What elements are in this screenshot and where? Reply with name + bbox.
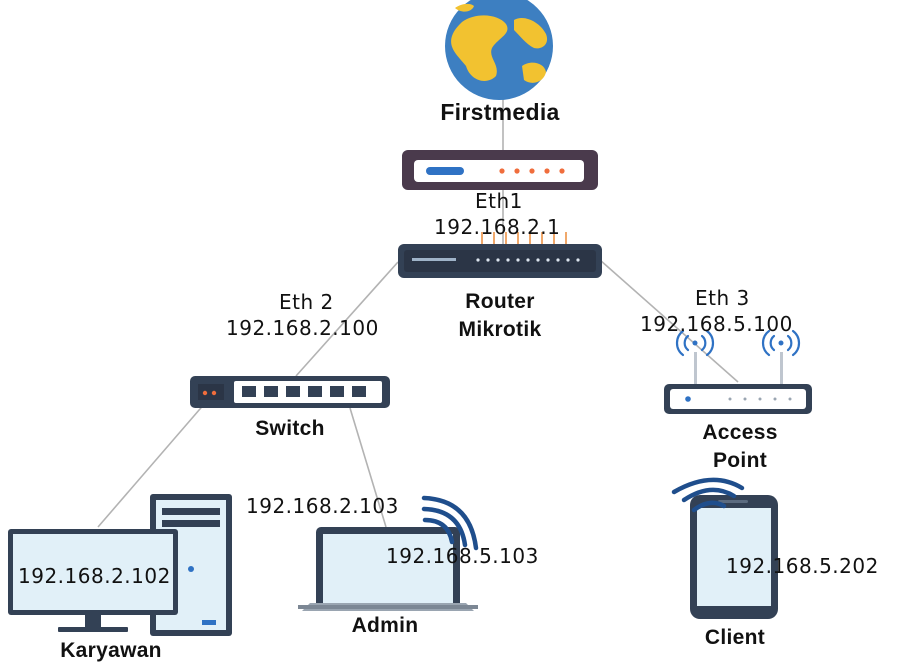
eth1-name: Eth1 [475,189,523,213]
eth2-name: Eth 2 [279,290,334,314]
eth3-name: Eth 3 [695,286,750,310]
link-switch-karyawan [97,401,207,528]
internet-label: Firstmedia [440,99,560,125]
laptop-wifi-icon [421,495,479,551]
modem-icon [402,150,598,190]
karyawan-ip: 192.168.2.102 [18,564,171,588]
switch-icon [190,376,390,408]
wifi-signal-icon [675,329,801,357]
switch-label: Switch [255,417,325,440]
client-ip: 192.168.5.202 [726,554,879,578]
admin-lan-ip: 192.168.2.103 [246,494,399,518]
admin-label: Admin [351,614,419,637]
link-router-switch [295,261,399,377]
eth1-ip: 192.168.2.1 [434,215,561,239]
admin-wifi-ip: 192.168.5.103 [386,544,539,568]
laptop-icon [298,527,478,611]
globe-icon [445,0,553,100]
eth3-ip: 192.168.5.100 [640,312,793,336]
desktop-pc-icon [8,494,232,636]
router-icon [398,232,602,278]
link-router-access-point [599,259,739,383]
client-label: Client [704,626,766,649]
access-point-icon [664,329,812,414]
phone-wifi-icon [671,477,745,513]
access-point-label-line2: Point [713,449,767,472]
router-label-line1: Router [465,290,535,313]
karyawan-label: Karyawan [60,639,162,662]
access-point-label-line1: Access [702,421,778,444]
links [97,98,739,528]
link-switch-admin [349,407,387,528]
eth2-ip: 192.168.2.100 [226,316,379,340]
router-label-line2: Mikrotik [458,318,542,341]
smartphone-icon [690,495,778,619]
